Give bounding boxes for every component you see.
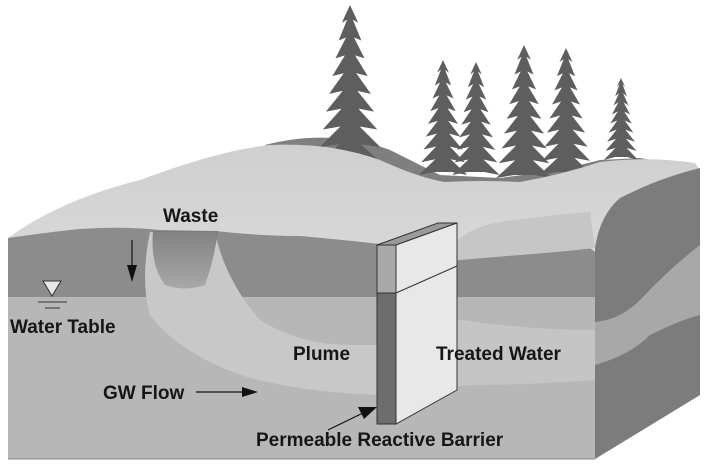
tree-icon [539, 48, 593, 175]
tree-icon [496, 45, 552, 178]
water-table-label: Water Table [10, 317, 116, 338]
plume-label: Plume [293, 344, 350, 365]
treated-water-label: Treated Water [436, 344, 562, 365]
permeable-reactive-barrier [376, 222, 458, 425]
waste-zone [152, 231, 218, 289]
barrier-face [395, 222, 458, 425]
arrow-right-icon [196, 387, 258, 397]
gw-flow-label: GW Flow [103, 383, 184, 404]
treated-surface [440, 212, 595, 262]
side-dark-lower [595, 315, 700, 459]
trees [316, 5, 639, 178]
barrier-front-bottom [376, 292, 397, 425]
tree-icon [418, 60, 468, 175]
barrier-front-top [376, 244, 397, 294]
barrier-label: Permeable Reactive Barrier [256, 430, 504, 451]
arrow-down-icon [127, 240, 137, 282]
tree-icon [452, 62, 500, 175]
tree-icon [603, 78, 639, 160]
waste-label: Waste [163, 206, 218, 227]
inverted-triangle-icon [42, 280, 62, 297]
side-dark-upper [595, 168, 700, 322]
tree-icon [316, 5, 384, 165]
arrow-up-right-icon [327, 407, 377, 431]
